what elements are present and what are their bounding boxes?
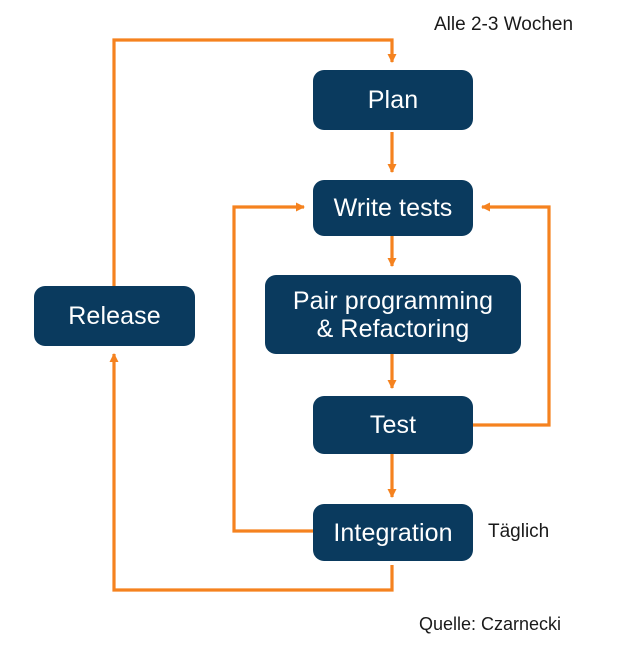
node-pair-programming-label: Pair programming & Refactoring [292, 286, 494, 343]
node-plan[interactable]: Plan [313, 70, 473, 130]
node-test[interactable]: Test [313, 396, 473, 454]
caption-iteration-cadence: Alle 2-3 Wochen [434, 14, 574, 35]
node-integration-label: Integration [333, 518, 453, 547]
node-test-label: Test [369, 411, 417, 439]
connector-integration-to-release [109, 353, 394, 592]
node-release[interactable]: Release [34, 286, 195, 346]
connector-integration-to-write-tests-loop [232, 202, 313, 533]
node-pair-programming[interactable]: Pair programming & Refactoring [265, 275, 521, 354]
node-release-label: Release [68, 302, 161, 330]
caption-source: Quelle: Czarnecki [419, 614, 562, 634]
connector-test-to-write-tests-loop [473, 202, 551, 427]
connector-release-to-plan [112, 38, 397, 316]
node-integration[interactable]: Integration [313, 504, 473, 561]
node-write-tests[interactable]: Write tests [313, 180, 473, 236]
node-plan-label: Plan [367, 86, 419, 114]
node-write-tests-label: Write tests [333, 194, 453, 222]
caption-daily-cadence: Täglich [488, 521, 550, 542]
